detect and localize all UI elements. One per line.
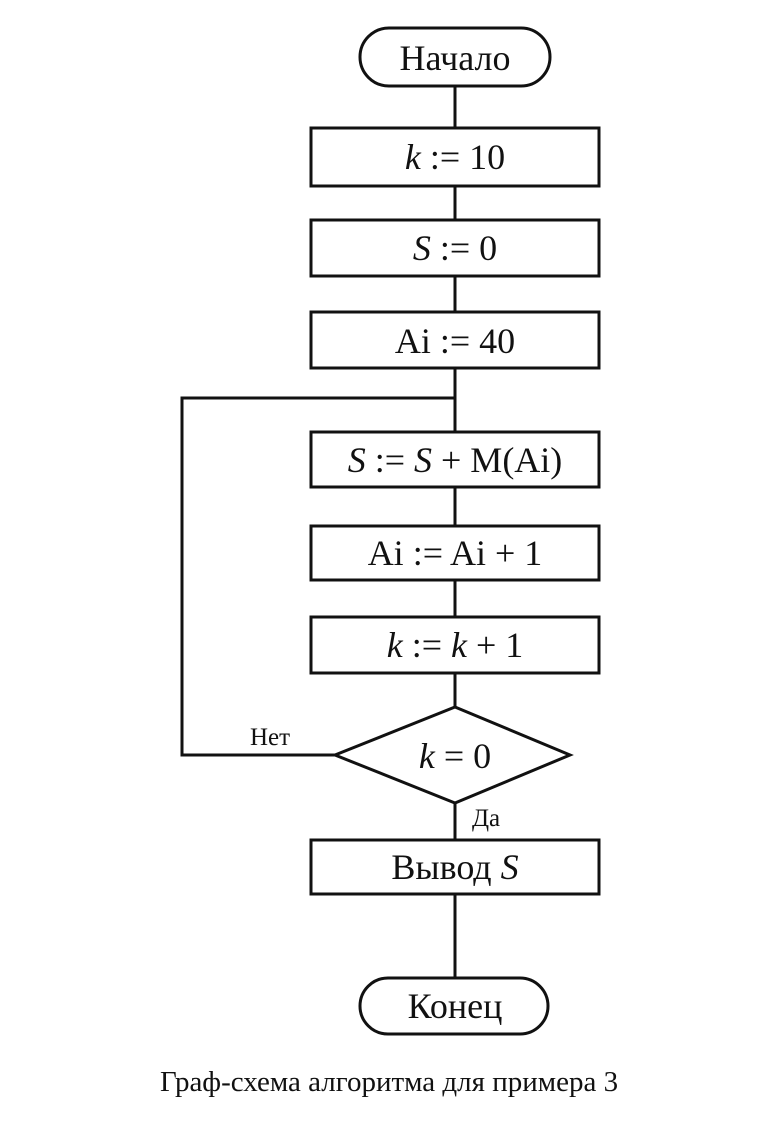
end-label: Конец	[408, 986, 503, 1026]
s-init-process	[309, 218, 601, 278]
k-init-process	[309, 126, 601, 188]
s-update-process	[309, 430, 601, 489]
ai-init-process	[309, 310, 601, 370]
output-text: Вывод	[391, 847, 500, 887]
yes-branch-label: Да	[472, 805, 500, 832]
output-process	[309, 838, 601, 896]
end-terminal	[358, 976, 550, 1036]
s-update-assignment: :=	[366, 440, 414, 480]
s-init-rest: := 0	[431, 228, 497, 268]
start-terminal	[358, 26, 552, 88]
k-update-label: k := k + 1	[387, 625, 524, 665]
k-init-rest: := 10	[421, 137, 505, 177]
s-update-rest: + M(Ai)	[432, 440, 562, 480]
s-update-label: S := S + M(Ai)	[348, 440, 563, 480]
decision-diamond	[330, 705, 574, 805]
k-update-rest: + 1	[467, 625, 523, 665]
s-init-variable: S	[413, 228, 431, 268]
start-label: Начало	[400, 38, 511, 78]
k-init-variable: k	[405, 137, 422, 177]
output-variable: S	[501, 847, 519, 887]
s-update-variable-right: S	[414, 440, 432, 480]
k-update-assignment: :=	[403, 625, 451, 665]
ai-update-process	[309, 524, 601, 582]
k-update-process	[309, 615, 601, 675]
ai-init-label: Ai := 40	[395, 321, 515, 361]
s-update-variable-left: S	[348, 440, 366, 480]
no-branch-label: Нет	[250, 724, 290, 751]
output-label: Вывод S	[391, 847, 518, 887]
k-update-variable-right: k	[451, 625, 468, 665]
k-update-variable-left: k	[387, 625, 404, 665]
figure-caption: Граф-схема алгоритма для примера 3	[160, 1066, 619, 1098]
loop-return-path	[180, 396, 455, 757]
k-init-label: k := 10	[405, 137, 505, 177]
decision-label: k = 0	[419, 736, 491, 776]
ai-update-label: Ai := Ai + 1	[368, 533, 543, 573]
s-init-label: S := 0	[413, 228, 497, 268]
decision-variable: k	[419, 736, 436, 776]
decision-rest: = 0	[435, 736, 491, 776]
